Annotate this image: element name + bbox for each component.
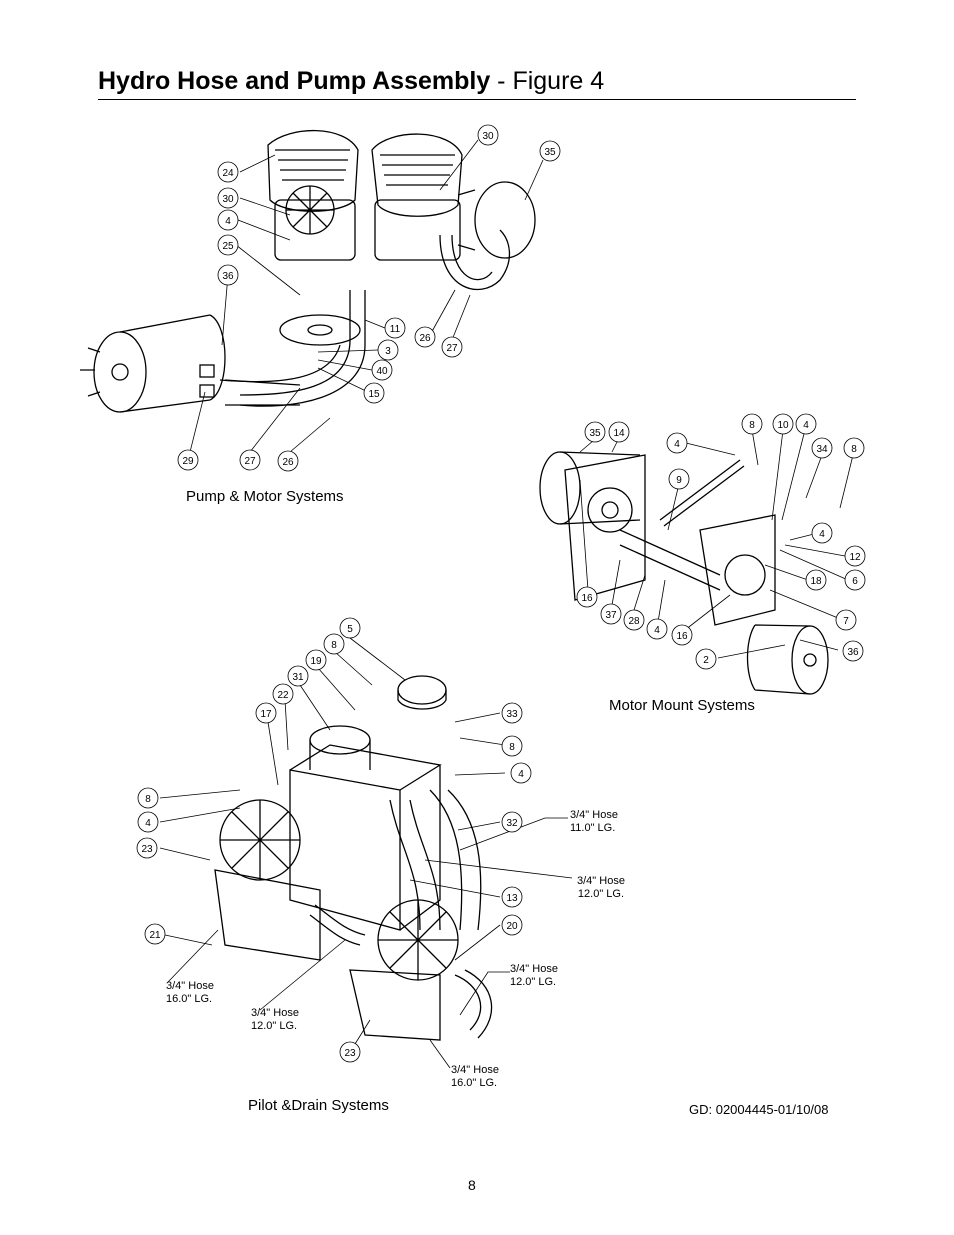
callout-number: 30 bbox=[222, 194, 234, 205]
callout-number: 8 bbox=[145, 794, 151, 805]
callout-number: 26 bbox=[419, 333, 431, 344]
callout-number: 33 bbox=[506, 709, 518, 720]
pump-motor-illustration bbox=[80, 129, 536, 413]
callout-number: 4 bbox=[819, 529, 825, 540]
callout-number: 3 bbox=[385, 346, 391, 357]
title-rest: - Figure 4 bbox=[490, 67, 605, 95]
callout-number: 27 bbox=[244, 456, 256, 467]
section-label-pilot-drain: Pilot &Drain Systems bbox=[248, 1097, 389, 1114]
callout-number: 27 bbox=[446, 343, 458, 354]
callout-number: 34 bbox=[816, 444, 828, 455]
callout-number: 26 bbox=[282, 457, 294, 468]
page-title: Hydro Hose and Pump Assembly - Figure 4 bbox=[98, 66, 604, 96]
callout-number: 15 bbox=[368, 389, 380, 400]
document-code: GD: 02004445-01/10/08 bbox=[689, 1102, 829, 1117]
callout-number: 36 bbox=[847, 647, 859, 658]
section-label-pump-motor: Pump & Motor Systems bbox=[186, 488, 344, 505]
callout-number: 4 bbox=[654, 625, 660, 636]
callout-number: 4 bbox=[145, 818, 151, 829]
hose-label-line1: 3/4" Hose bbox=[570, 809, 618, 821]
callout-number: 40 bbox=[376, 366, 388, 377]
callout-number: 11 bbox=[390, 324, 401, 335]
callout-number: 10 bbox=[777, 420, 789, 431]
callout-number: 22 bbox=[277, 690, 289, 701]
callout-number: 21 bbox=[149, 930, 161, 941]
motor-mount-illustration bbox=[539, 451, 829, 695]
callout-number: 32 bbox=[506, 818, 518, 829]
callout-number: 7 bbox=[843, 616, 849, 627]
callouts-pump-motor bbox=[177, 124, 561, 472]
callout-numbers-pilot-drain: 5 8 19 31 22 17 33 8 4 8 4 32 23 13 20 2… bbox=[141, 624, 524, 1059]
callout-number: 29 bbox=[182, 456, 194, 467]
callout-number: 24 bbox=[222, 168, 234, 179]
hose-label-line2: 12.0" LG. bbox=[510, 976, 557, 988]
callout-number: 8 bbox=[749, 420, 755, 431]
callout-number: 37 bbox=[605, 610, 617, 621]
hose-label-line2: 16.0" LG. bbox=[166, 993, 213, 1005]
callout-number: 4 bbox=[803, 420, 809, 431]
callout-number: 4 bbox=[518, 769, 524, 780]
callouts-pilot-drain bbox=[136, 617, 532, 1063]
callout-number: 20 bbox=[506, 921, 518, 932]
callout-number: 8 bbox=[331, 640, 337, 651]
hose-label-line2: 11.0" LG. bbox=[570, 822, 616, 834]
title-bold: Hydro Hose and Pump Assembly bbox=[98, 67, 491, 95]
callout-number: 23 bbox=[141, 844, 153, 855]
hose-label-line1: 3/4" Hose bbox=[166, 980, 214, 992]
hose-label-line2: 12.0" LG. bbox=[251, 1020, 298, 1032]
callout-number: 14 bbox=[613, 428, 625, 439]
callout-number: 36 bbox=[222, 271, 234, 282]
callout-numbers-pump-motor: 24 30 4 25 36 30 35 11 3 40 15 26 27 29 … bbox=[182, 131, 556, 468]
hose-label-line1: 3/4" Hose bbox=[577, 875, 625, 887]
callout-number: 19 bbox=[310, 656, 322, 667]
hose-label-line2: 12.0" LG. bbox=[577, 888, 625, 900]
callout-number: 5 bbox=[347, 624, 353, 635]
callout-number: 2 bbox=[703, 655, 709, 666]
callout-number: 13 bbox=[506, 893, 518, 904]
hose-label-line1: 3/4" Hose bbox=[251, 1007, 299, 1019]
callout-number: 23 bbox=[344, 1048, 356, 1059]
callout-numbers-motor-mount: 35 14 8 10 4 4 34 8 9 4 12 6 18 7 36 16 … bbox=[581, 420, 861, 666]
callout-number: 16 bbox=[676, 631, 688, 642]
callout-number: 4 bbox=[225, 216, 231, 227]
hose-label-line2: 16.0" LG. bbox=[451, 1077, 498, 1089]
title-rule bbox=[98, 99, 856, 100]
callout-number: 12 bbox=[849, 552, 861, 563]
callout-number: 28 bbox=[628, 616, 640, 627]
callout-number: 30 bbox=[482, 131, 494, 142]
callouts-motor-mount bbox=[576, 413, 866, 670]
callout-number: 4 bbox=[674, 439, 680, 450]
callout-number: 25 bbox=[222, 241, 234, 252]
hose-label-line1: 3/4" Hose bbox=[451, 1064, 499, 1076]
callout-number: 18 bbox=[810, 576, 822, 587]
callout-number: 35 bbox=[589, 428, 601, 439]
callout-number: 17 bbox=[260, 709, 272, 720]
callout-number: 9 bbox=[676, 475, 682, 486]
callout-number: 35 bbox=[544, 147, 556, 158]
callout-number: 8 bbox=[851, 444, 857, 455]
hose-label-line1: 3/4" Hose bbox=[510, 963, 558, 975]
callout-number: 8 bbox=[509, 742, 515, 753]
page-number: 8 bbox=[468, 1177, 476, 1193]
section-label-motor-mount: Motor Mount Systems bbox=[609, 697, 755, 714]
callout-number: 6 bbox=[852, 576, 858, 587]
callout-number: 16 bbox=[581, 593, 593, 604]
callout-number: 31 bbox=[292, 672, 304, 683]
pilot-drain-illustration bbox=[214, 675, 493, 1041]
